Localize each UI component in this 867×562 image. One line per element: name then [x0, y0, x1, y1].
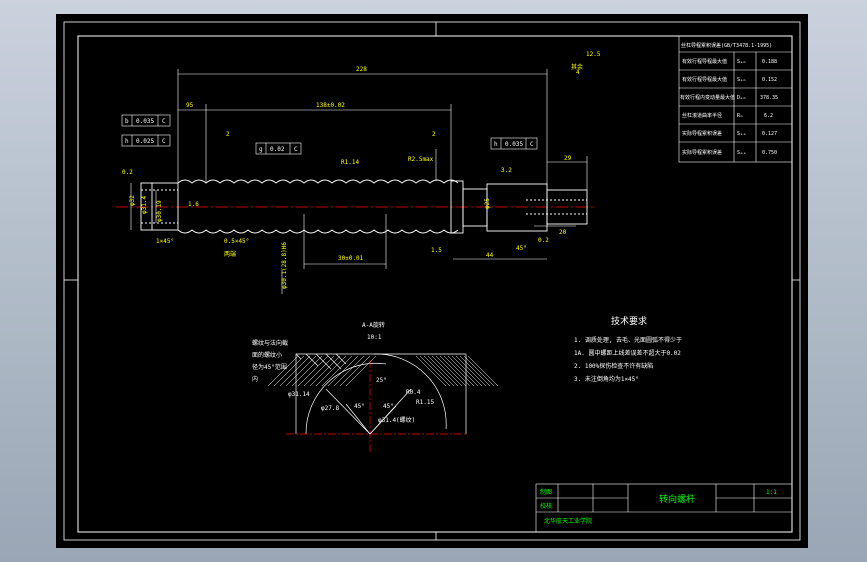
- tol-ref-3: C: [294, 146, 298, 153]
- tol-val-4: 0.035: [505, 141, 523, 148]
- tol-ref-1: C: [162, 118, 166, 125]
- dim-d15: 1.5: [431, 247, 442, 254]
- tol-sym-3: g: [259, 146, 263, 153]
- section-hatch: [267, 355, 499, 387]
- dim-thd: φ32: [129, 195, 136, 206]
- drawing-sheet: 228 95 138±0.02 2 2 29 3.2 44 1.5 1.6 20…: [56, 14, 808, 548]
- tol-sym-4: h: [494, 141, 498, 148]
- tolerance-frames: [121, 114, 538, 155]
- section-label-5: 45°: [354, 403, 365, 410]
- tol-ref-4: C: [530, 141, 534, 148]
- dim-thd2: φ31.4: [141, 196, 148, 214]
- inner-frame: [77, 35, 793, 533]
- section-title: A-A旋转: [362, 321, 385, 329]
- table-val-1: 0.188: [762, 59, 777, 65]
- tech-item-1: 1. 调质处理, 去毛、光面圆弧不得少于: [574, 336, 682, 344]
- title-block: [535, 483, 793, 533]
- tech-item-3: 2. 100%探伤检查不许有缺陷: [574, 362, 653, 370]
- dim-d44: 44: [486, 252, 494, 259]
- dim-rough: 12.5: [586, 51, 601, 58]
- table-sym-2: Sₑₘ: [737, 77, 746, 83]
- tb-name: 转向螺杆: [659, 493, 695, 505]
- tech-title: 技术要求: [611, 315, 647, 327]
- tech-item-4: 3. 未注倒角均为1×45°: [574, 375, 639, 383]
- table-sym-3: Dₑₘ: [737, 95, 746, 101]
- dim-d1: 2: [226, 131, 230, 138]
- tol-val-2: 0.025: [136, 138, 154, 145]
- dim-left-end: 95: [186, 102, 194, 109]
- table-header: 丝杠导程累积误差(GB/T3478.1-1995): [681, 42, 772, 49]
- dim-lbl: 两端: [224, 250, 236, 258]
- dim-ch: 0.5×45°: [224, 238, 249, 245]
- cad-drawing: 228 95 138±0.02 2 2 29 3.2 44 1.5 1.6 20…: [63, 21, 801, 541]
- section-label-1: φ31.14: [288, 391, 310, 398]
- table-label-3: 有效行程内变动量最大值: [680, 94, 735, 101]
- dim-d2: 2: [432, 131, 436, 138]
- table-val-6: 0.750: [762, 150, 777, 156]
- dim-ang45: 45°: [516, 245, 527, 252]
- dim-overall: 228: [356, 66, 367, 73]
- table-sym-1: Sₑₘ: [737, 59, 746, 65]
- table-label-6: 实际导程累积误差: [682, 149, 722, 156]
- section-note-2: 面的螺纹小: [252, 351, 282, 359]
- section-note-4: 内: [252, 375, 258, 383]
- section-scale: 10:1: [367, 334, 382, 341]
- table-val-5: 0.127: [762, 131, 777, 137]
- table-sym-6: Sₑₐ: [737, 150, 746, 156]
- tol-val-3: 0.02: [270, 146, 285, 153]
- dim-d20: 20: [559, 229, 567, 236]
- dim-d4: 4: [576, 69, 580, 76]
- dim-d02: 0.2: [538, 237, 549, 244]
- table-sym-4: Rₘ: [737, 113, 743, 119]
- screw-body: [140, 179, 588, 234]
- section-label-7: R0.4: [406, 389, 421, 396]
- dim-r: R1.14: [341, 159, 359, 166]
- tol-val-1: 0.035: [136, 118, 154, 125]
- dim-d29: 29: [564, 155, 572, 162]
- dimension-lines: [130, 69, 588, 294]
- tol-sym-2: h: [125, 138, 129, 145]
- dim-d3: 0.2: [122, 169, 133, 176]
- tb-school: 北华航天工业学院: [544, 517, 592, 525]
- section-label-3: φ27.8: [321, 405, 339, 412]
- dim-bot: φ30.1(28.8)H6: [281, 242, 288, 289]
- section-label-4: 25°: [376, 377, 387, 384]
- dim-ps: 30±0.01: [338, 255, 364, 262]
- tol-ref-2: C: [162, 138, 166, 145]
- dim-d25b: φ25: [484, 198, 491, 209]
- table-val-2: 0.152: [762, 77, 777, 83]
- tol-sym-1: b: [125, 118, 129, 125]
- table-label-2: 有效行程导程最大值: [682, 76, 727, 83]
- dim-d3b: 3.2: [501, 167, 512, 174]
- section-note-1: 螺纹与法向截: [252, 339, 288, 347]
- outer-frame: [63, 21, 801, 541]
- param-table: [678, 35, 793, 163]
- dim-thread: 138±0.02: [316, 102, 345, 109]
- dim-d16: 1.6: [188, 201, 199, 208]
- table-val-3: 378.35: [760, 95, 778, 101]
- table-label-5: 实际导程累积误差: [682, 130, 722, 137]
- section-note-3: 径为45°范围: [252, 363, 287, 371]
- dim-dm: φ30.19: [156, 200, 163, 222]
- table-label-4: 丝杠滚道曲率半径: [682, 112, 722, 119]
- tb-row1: 制图: [540, 488, 552, 496]
- table-val-4: 6.2: [764, 113, 773, 119]
- tb-row2: 校核: [540, 502, 552, 510]
- dim-d25: R2.5max: [408, 156, 434, 163]
- table-label-1: 有效行程导程最大值: [682, 58, 727, 65]
- section-label-6: 45°: [383, 403, 394, 410]
- dim-other: 其余: [571, 63, 583, 71]
- table-sym-5: Sₑₐ: [737, 131, 746, 137]
- tech-item-2: 1A. 圆中螺距上线差误差不超大于0.02: [574, 349, 681, 357]
- section-view: [286, 353, 467, 454]
- section-label-8: R1.15: [416, 399, 434, 406]
- tb-scale: 1:1: [766, 489, 777, 496]
- dim-45c: 1×45°: [156, 238, 174, 245]
- section-label-2: φ31.4(螺纹): [378, 416, 415, 424]
